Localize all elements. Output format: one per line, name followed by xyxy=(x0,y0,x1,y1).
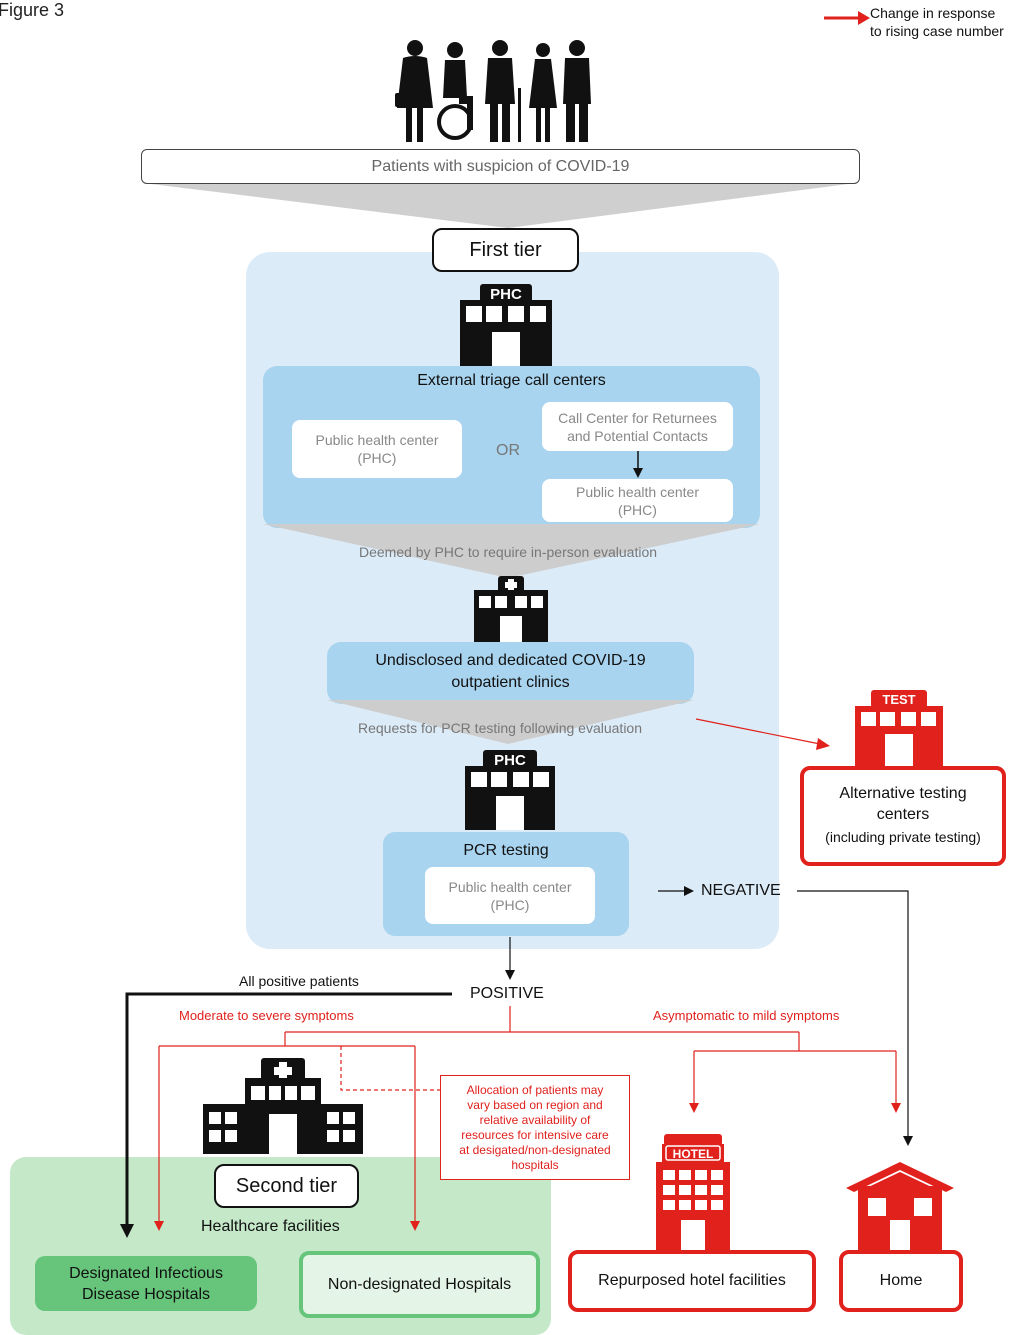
moderate-severe-label: Moderate to severe symptoms xyxy=(179,1008,354,1023)
external-triage-title: External triage call centers xyxy=(417,372,606,389)
first-tier-label: First tier xyxy=(432,228,579,272)
phc-box-right-line-1: Public health center xyxy=(576,483,699,500)
pcr-phc-line-2: (PHC) xyxy=(490,896,530,913)
designated-hospitals-box: Designated Infectious Disease Hospitals xyxy=(35,1256,257,1311)
pcr-phc-line-1: Public health center xyxy=(448,878,572,895)
test-building-icon: TEST xyxy=(855,690,943,766)
test-sign: TEST xyxy=(882,692,915,707)
allocation-line-1: Allocation of patients may xyxy=(466,1082,604,1097)
returnees-line-1: Call Center for Returnees xyxy=(558,409,717,426)
alt-testing-line-3: (including private testing) xyxy=(825,829,981,845)
outpatient-line-2: outpatient clinics xyxy=(451,674,570,691)
hotel-building-icon: HOTEL xyxy=(656,1134,730,1250)
triage-funnel xyxy=(263,524,760,578)
hotel-sign: HOTEL xyxy=(673,1147,714,1161)
phc-box-left-line-2: (PHC) xyxy=(357,450,397,466)
clinic-building-icon xyxy=(474,576,548,642)
hotel-facilities-box: Repurposed hotel facilities xyxy=(568,1250,816,1312)
allocation-line-2: vary based on region and xyxy=(467,1097,603,1112)
or-label: OR xyxy=(496,442,520,459)
arrow-down-icon xyxy=(633,451,643,478)
phc-building-icon: PHC xyxy=(460,284,552,366)
outpatient-line-1: Undisclosed and dedicated COVID-19 xyxy=(375,652,646,669)
outpatient-funnel xyxy=(327,700,694,744)
alt-testing-line-1: Alternative testing xyxy=(839,785,967,802)
phc-box-left: Public health center (PHC) xyxy=(292,420,462,478)
outpatient-clinics-label: Undisclosed and dedicated COVID-19 outpa… xyxy=(327,647,694,697)
returnees-call-center-box: Call Center for Returnees and Potential … xyxy=(542,402,733,451)
legend: Change in response to rising case number xyxy=(870,4,1004,40)
negative-label: NEGATIVE xyxy=(701,882,781,899)
non-designated-hospitals-box: Non-designated Hospitals xyxy=(299,1251,540,1318)
legend-line-1: Change in response xyxy=(870,5,996,21)
phc-box-left-line-1: Public health center xyxy=(315,432,439,448)
allocation-note: Allocation of patients may vary based on… xyxy=(440,1075,630,1180)
allocation-line-4: resources for intensive care xyxy=(461,1127,609,1142)
patients-funnel xyxy=(143,183,856,228)
pcr-phc-box: Public health center (PHC) xyxy=(425,867,595,924)
alt-testing-line-2: centers xyxy=(876,806,930,823)
asymptomatic-mild-label: Asymptomatic to mild symptoms xyxy=(653,1008,840,1023)
deemed-label: Deemed by PHC to require in-person evalu… xyxy=(358,544,658,560)
positive-label: POSITIVE xyxy=(470,985,544,1002)
hospital-building-icon xyxy=(203,1058,363,1154)
requests-label: Requests for PCR testing following evalu… xyxy=(357,720,643,736)
legend-line-2: to rising case number xyxy=(870,23,1004,39)
home-box: Home xyxy=(839,1250,963,1312)
phc-box-right-line-2: (PHC) xyxy=(618,501,657,518)
patients-silhouettes-icon xyxy=(395,40,591,142)
healthcare-facilities-label: Healthcare facilities xyxy=(201,1218,340,1235)
designated-line-2: Disease Hospitals xyxy=(81,1285,211,1303)
patients-box: Patients with suspicion of COVID-19 xyxy=(141,149,860,184)
phc-sign-2: PHC xyxy=(494,752,526,769)
returnees-line-2: and Potential Contacts xyxy=(567,427,708,444)
legend-red-arrow-icon xyxy=(824,11,870,25)
pcr-testing-title: PCR testing xyxy=(463,842,549,859)
outpatient-panel xyxy=(327,642,694,704)
phc-building-icon-2: PHC xyxy=(465,750,555,830)
all-positive-label: All positive patients xyxy=(239,973,359,989)
figure-label: Figure 3 xyxy=(0,0,65,20)
alternative-testing-box: Alternative testing centers (including p… xyxy=(800,766,1006,866)
second-tier-label: Second tier xyxy=(214,1164,359,1208)
phc-sign-1: PHC xyxy=(490,286,522,303)
designated-line-1: Designated Infectious xyxy=(69,1264,223,1282)
allocation-line-5: at desigated/non-designated xyxy=(459,1142,611,1157)
home-icon xyxy=(846,1162,954,1252)
allocation-line-3: relative availability of xyxy=(479,1112,591,1127)
allocation-line-6: hospitals xyxy=(511,1157,559,1172)
phc-box-right: Public health center (PHC) xyxy=(542,479,733,522)
